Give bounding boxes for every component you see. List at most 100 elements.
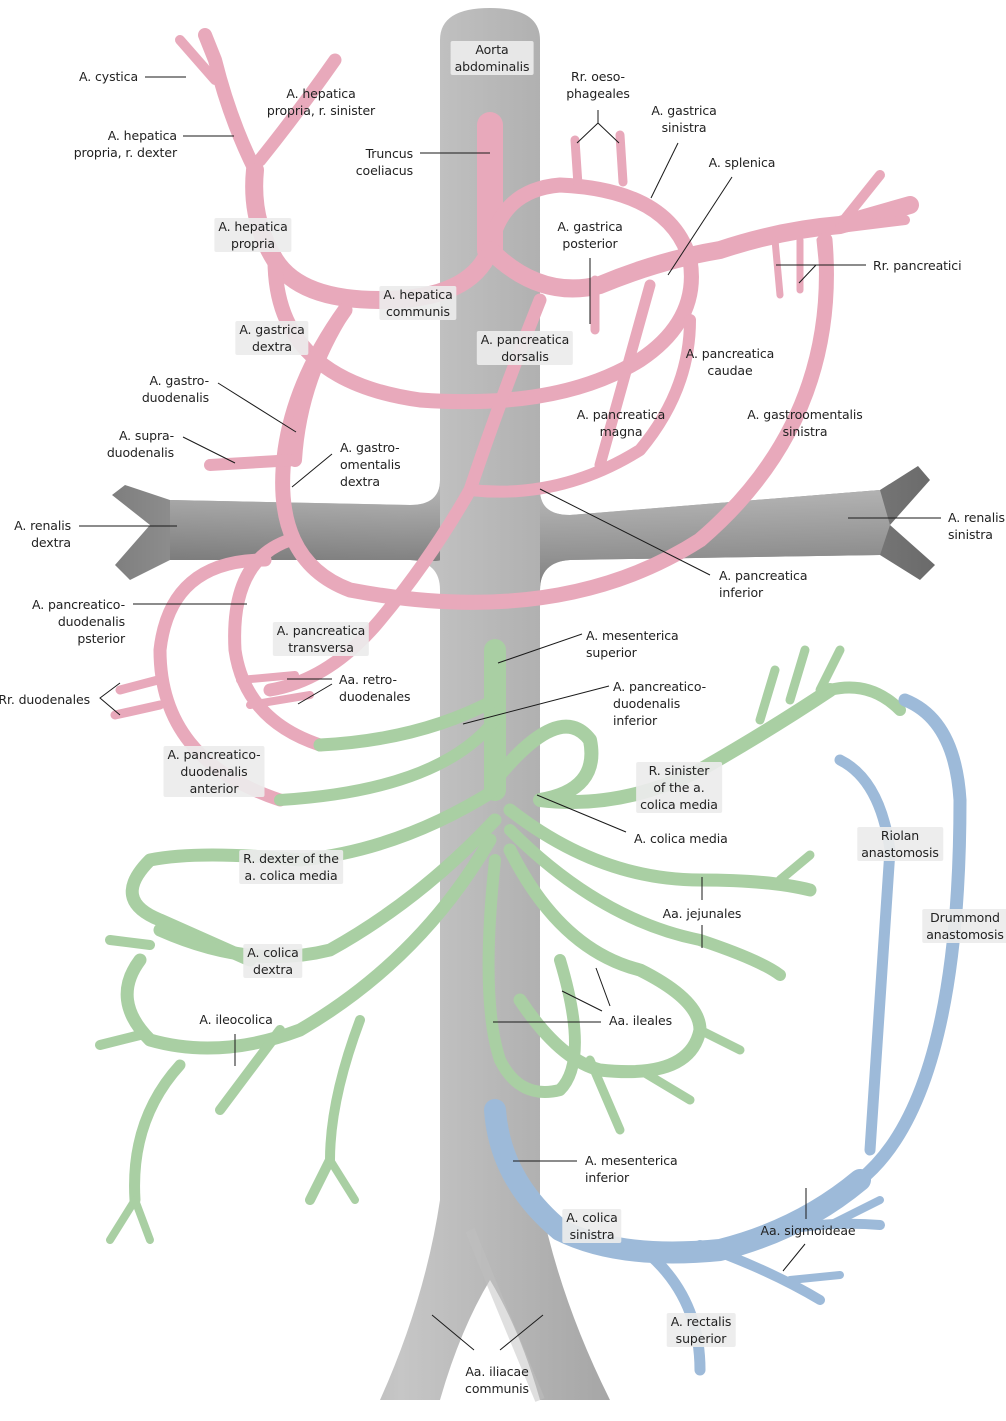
label-gastrica-dextra: A. gastrica dextra <box>235 321 309 355</box>
label-line: posterior <box>562 236 618 251</box>
label-line: superior <box>675 1331 727 1346</box>
label-line: A. gastro- <box>340 440 400 455</box>
label-line: A. hepatica <box>286 86 356 101</box>
label-line: A. hepatica <box>218 219 288 234</box>
label-supraduodenalis: A. supra-duodenalis <box>107 427 174 461</box>
label-line: dextra <box>253 962 293 977</box>
label-line: Riolan <box>880 828 920 843</box>
label-line: Aa. retro- <box>339 672 397 687</box>
label-line: A. ileocolica <box>199 1012 273 1027</box>
label-ileocolica: A. ileocolica <box>199 1011 272 1028</box>
label-rr-oesophageales: Rr. oeso-phageales <box>566 68 630 102</box>
label-gastroomentalis-sinistra: A. gastroomentalis sinistra <box>747 406 863 440</box>
label-line: duodenalis <box>106 445 174 460</box>
label-hepatica-communis: A. hepatica communis <box>379 286 457 320</box>
label-line: communis <box>465 1381 529 1396</box>
label-line: propria, r. dexter <box>73 145 177 160</box>
label-line: Aa. sigmoideae <box>760 1223 856 1238</box>
label-line: duodenalis <box>141 390 209 405</box>
sma-branches <box>95 639 906 1244</box>
label-line: A. hepatica <box>383 287 453 302</box>
label-line: A. mesenterica <box>586 628 679 643</box>
label-line: psterior <box>77 631 125 646</box>
label-line: sinistra <box>661 120 707 135</box>
aorta <box>112 8 935 1402</box>
label-aa-retroduodenales: Aa. retro-duodenales <box>339 671 410 705</box>
label-line: R. dexter of the <box>243 851 339 866</box>
label-rr-pancreatici: Rr. pancreatici <box>873 257 962 274</box>
label-line: duodenalis <box>57 614 125 629</box>
label-aa-jejunales: Aa. jejunales <box>663 905 742 922</box>
label-line: Rr. duodenales <box>0 692 90 707</box>
label-line: caudae <box>707 363 753 378</box>
label-line: inferior <box>613 713 658 728</box>
label-line: anterior <box>189 781 239 796</box>
label-line: coeliacus <box>355 163 413 178</box>
label-rectalis-superior: A. rectalis superior <box>666 1313 736 1347</box>
label-line: propria <box>231 236 275 251</box>
label-line: communis <box>386 304 450 319</box>
label-line: colica media <box>640 797 718 812</box>
label-line: A. gastroomentalis <box>747 407 863 422</box>
label-line: Aa. iliacae <box>465 1364 529 1379</box>
label-line: sinistra <box>569 1227 615 1242</box>
label-line: A. pancreatico- <box>613 679 707 694</box>
label-line: dextra <box>340 474 380 489</box>
label-line: A. rectalis <box>670 1314 732 1329</box>
label-line: Aorta <box>475 42 509 57</box>
label-aa-ileales: Aa. ileales <box>609 1012 672 1029</box>
label-line: phageales <box>566 86 630 101</box>
label-line: Rr. pancreatici <box>873 258 962 273</box>
label-line: A. pancreatica <box>719 568 808 583</box>
label-line: A. gastro- <box>149 373 209 388</box>
label-line: A. pancreatica <box>685 346 775 361</box>
label-a-cystica: A. cystica <box>79 68 138 85</box>
label-line: A. gastrica <box>239 322 305 337</box>
label-line: superior <box>586 645 637 660</box>
label-mesenterica-superior: A. mesenterica superior <box>586 627 679 661</box>
label-line: A. pancreatica <box>480 332 570 347</box>
label-line: propria, r. sinister <box>266 103 376 118</box>
label-line: R. sinister <box>648 763 710 778</box>
label-a-splenica: A. splenica <box>709 154 776 171</box>
label-pancreaticoduodenalis-posterior: A. pancreatico-duodenalis psterior <box>32 596 125 647</box>
label-gastrica-posterior: A. gastrica posterior <box>557 218 622 252</box>
label-aa-iliacae-communis: Aa. iliacae communis <box>465 1363 529 1397</box>
label-line: A. pancreatico- <box>31 597 125 612</box>
label-line: A. gastrica <box>557 219 623 234</box>
label-line: transversa <box>288 640 354 655</box>
label-line: sinistra <box>782 424 828 439</box>
leader-lines <box>79 76 941 1351</box>
label-line: Rr. oeso- <box>571 69 625 84</box>
label-line: A. cystica <box>79 69 138 84</box>
label-line: a. colica media <box>244 868 338 883</box>
label-line: A. pancreatica <box>576 407 666 422</box>
label-line: dextra <box>252 339 292 354</box>
label-renalis-sinistra: A. renalis sinistra <box>948 509 1005 543</box>
label-hepatica-propria-r-sinister: A. hepatica propria, r. sinister <box>267 85 375 119</box>
label-aa-sigmoideae: Aa. sigmoideae <box>761 1222 856 1239</box>
label-line: dorsalis <box>501 349 549 364</box>
label-line: A. pancreatico- <box>167 747 261 762</box>
label-line: inferior <box>719 585 764 600</box>
label-line: A. colica media <box>634 831 728 846</box>
label-line: A. renalis <box>948 510 1005 525</box>
label-colica-media: A. colica media <box>634 830 728 847</box>
label-line: sinistra <box>948 527 993 542</box>
label-gastroduodenalis: A. gastro-duodenalis <box>142 372 209 406</box>
label-line: magna <box>599 424 643 439</box>
